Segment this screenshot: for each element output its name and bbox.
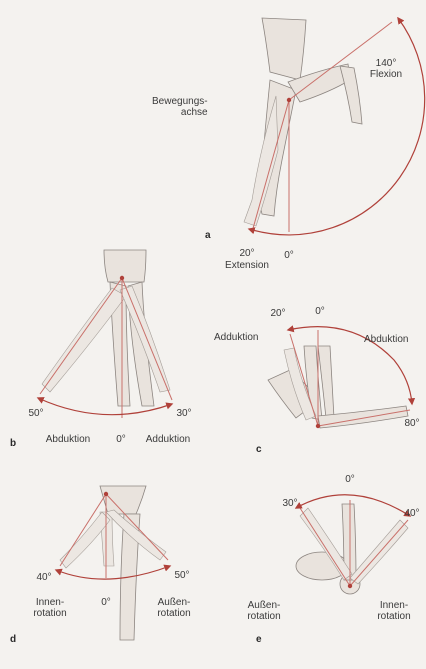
flexion-value: 140° (364, 58, 408, 69)
adduction-value: 20° (266, 308, 290, 319)
neutral-zero-label: 0° (95, 597, 117, 608)
adduction-value: 30° (172, 408, 196, 419)
inner-rotation-value: 40° (32, 572, 56, 583)
outer-rotation-label: Außen- rotation (146, 597, 202, 619)
panel-a-drawing (244, 18, 425, 235)
rotation-center-dot (316, 424, 320, 428)
rotation-center-dot (104, 492, 108, 496)
neutral-zero-label: 0° (110, 434, 132, 445)
outer-rotation-label: Außen- rotation (236, 600, 292, 622)
inner-rotation-axis-line (350, 520, 408, 586)
rotation-arc (56, 566, 170, 579)
extension-value: 20° (232, 248, 262, 259)
abduction-label: Abduktion (40, 434, 96, 445)
adduction-label: Adduktion (140, 434, 196, 445)
torso-shape (262, 18, 306, 80)
abduction-value: 80° (400, 418, 424, 429)
rotation-center-dot (287, 98, 291, 102)
flexed-shin-shape (340, 66, 362, 124)
panel-e-drawing (296, 495, 410, 594)
neutral-zero-label: 0° (308, 306, 332, 317)
panel-letter-b: b (10, 438, 16, 449)
panel-letter-e: e (256, 634, 262, 645)
panel-letter-c: c (256, 444, 262, 455)
pelvis-shape (104, 250, 146, 282)
inner-rotation-value: 40° (400, 508, 424, 519)
panel-b-drawing (38, 250, 172, 418)
thigh-shape (100, 486, 146, 514)
flexion-label: Flexion (364, 69, 408, 80)
inner-rotation-label: Innen- rotation (22, 597, 78, 619)
rotation-center-dot (120, 276, 124, 280)
outer-rotation-value: 30° (278, 498, 302, 509)
panel-letter-d: d (10, 634, 16, 645)
outer-rotation-value: 50° (170, 570, 194, 581)
panel-letter-a: a (205, 230, 211, 241)
extension-label: Extension (222, 260, 272, 271)
neutral-zero-label: 0° (278, 250, 300, 261)
adduction-label: Adduktion (214, 332, 258, 343)
neutral-zero-label: 0° (338, 474, 362, 485)
rotation-center-dot (348, 584, 352, 588)
abduction-value: 50° (24, 408, 48, 419)
abduction-label: Abduktion (364, 334, 408, 345)
axis-label: Bewegungs- achse (152, 96, 208, 118)
abduction-axis-line (40, 278, 122, 394)
inner-rotation-label: Innen- rotation (366, 600, 422, 622)
